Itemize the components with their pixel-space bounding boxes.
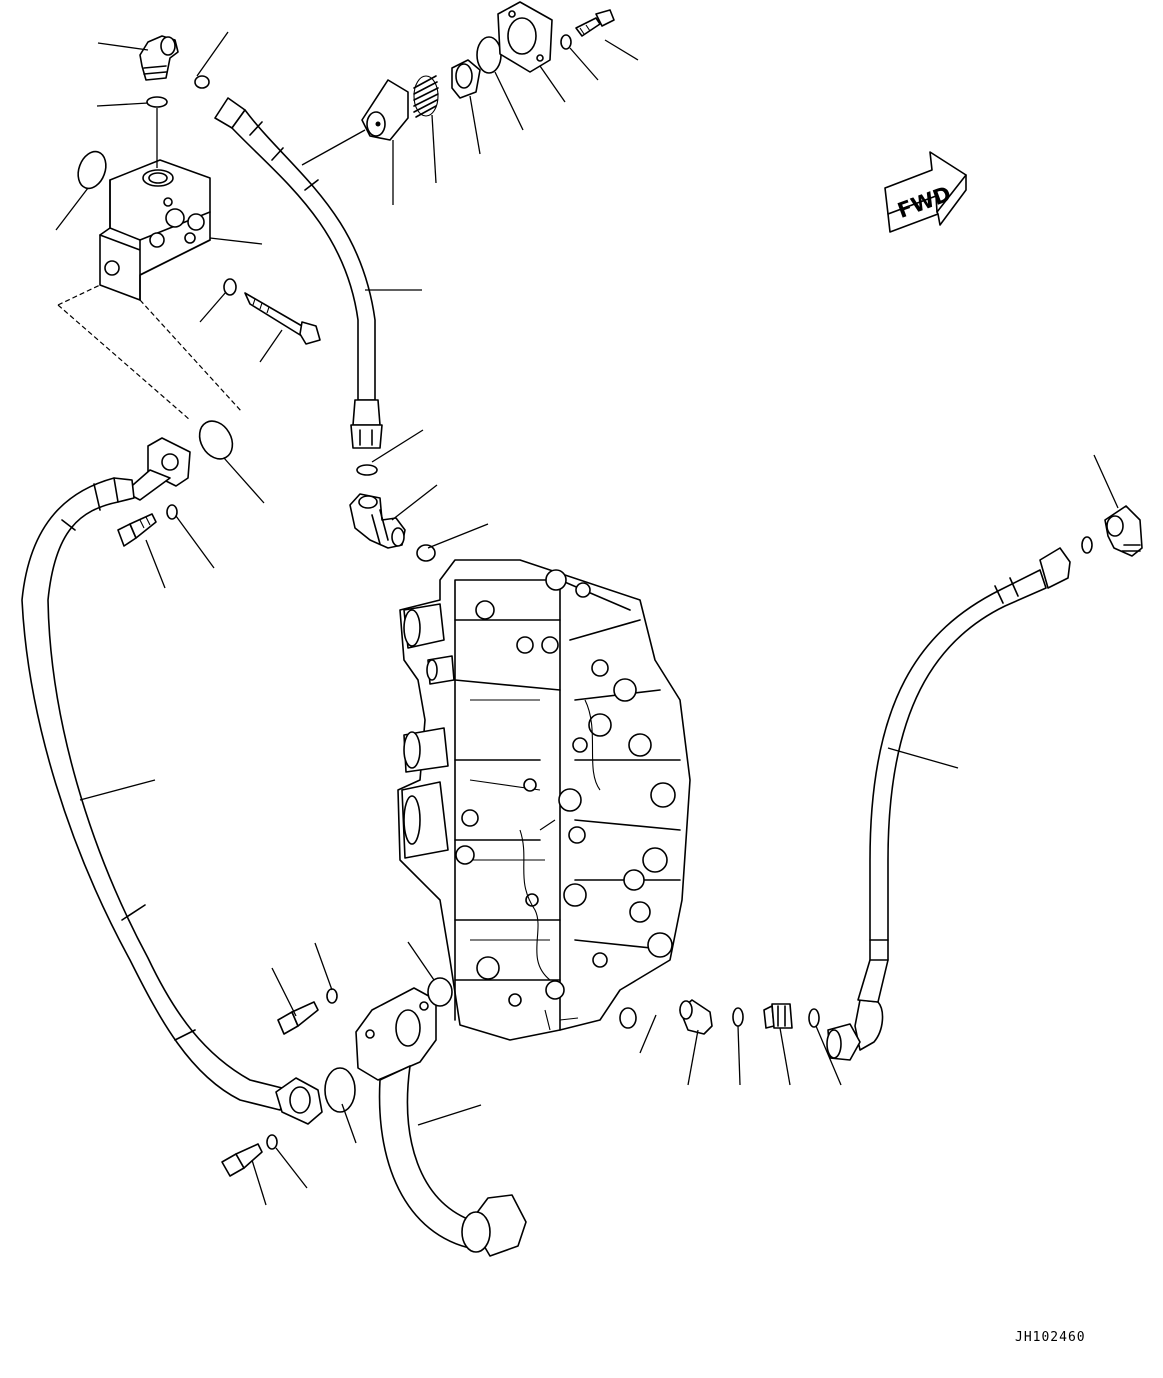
check-valve-body [361, 79, 409, 141]
spool-left-4 [401, 781, 449, 859]
valve-block [57, 159, 243, 421]
main-control-valve [397, 559, 691, 1041]
leader-lines [55, 31, 1119, 1206]
o-ring-fitting-bottom [732, 1007, 744, 1027]
bolt-top-right [575, 9, 615, 37]
spool-left-3 [403, 727, 449, 773]
hose-center-top [214, 97, 383, 449]
washer-bottom-left [266, 1134, 278, 1150]
bolt-block [244, 292, 321, 345]
o-ring-large-left [77, 150, 107, 190]
o-ring-hose-end [808, 1008, 820, 1028]
o-ring-bottom-center [427, 977, 453, 1007]
connector-fitting-bottom [763, 1003, 793, 1029]
spool-left-1 [403, 603, 445, 649]
elbow-fitting-top-left [139, 35, 179, 81]
pipe-bottom-center [355, 987, 527, 1257]
o-ring-center [416, 544, 436, 562]
o-ring-small-top [194, 75, 210, 89]
hose-right [826, 547, 1071, 1061]
spool-left-2 [426, 655, 455, 685]
fwd-direction-arrow: FWD [884, 151, 967, 233]
check-valve-poppet [451, 59, 481, 99]
elbow-fitting-right [1104, 505, 1143, 557]
check-valve-spring [413, 75, 439, 118]
washer-block [223, 278, 237, 296]
washer-mid-left [166, 504, 178, 520]
elbow-fitting-bottom-right [679, 999, 713, 1035]
bolt-bottom-left [221, 1143, 263, 1177]
washer-top-right [560, 34, 572, 50]
o-ring-under-hose [356, 464, 378, 476]
o-ring-large-mid-left [324, 1067, 356, 1113]
drawing-id-code: JH102460 [1015, 1330, 1086, 1345]
hose-left-large [21, 420, 323, 1125]
o-ring-check-valve [476, 36, 502, 74]
washer-mid-bottom [326, 988, 338, 1004]
flange-cover-top [497, 1, 553, 73]
bolt-mid-left [117, 513, 157, 547]
bolt-mid-bottom [277, 1001, 319, 1035]
o-ring-under-elbow [146, 96, 168, 108]
o-ring-valve-right [619, 1007, 637, 1029]
o-ring-right-hose [1081, 536, 1093, 554]
elbow-fitting-center [349, 493, 406, 549]
